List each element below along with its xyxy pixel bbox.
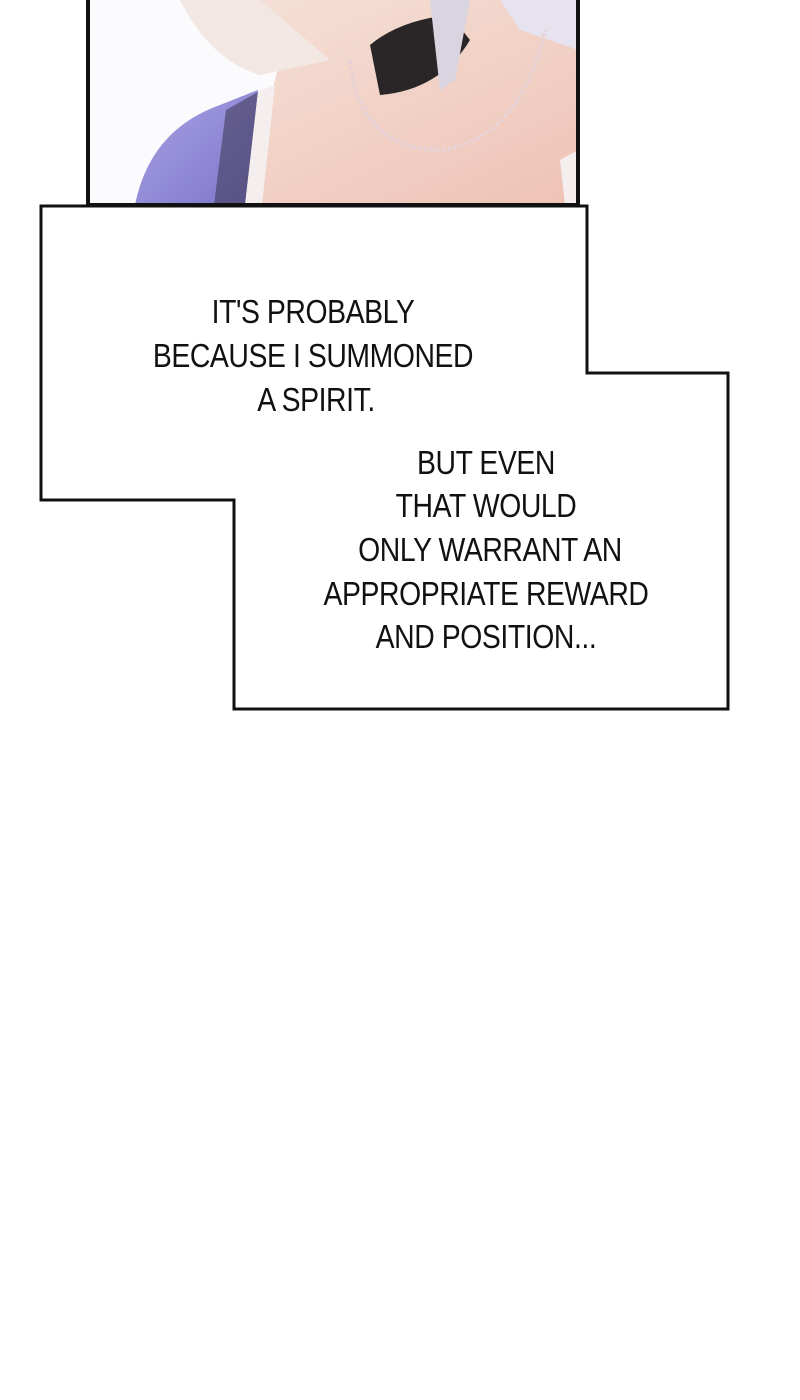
caption-line: APPROPRIATE REWARD <box>323 575 649 612</box>
caption-line: BUT EVEN <box>417 444 555 481</box>
caption-line: ONLY WARRANT AN <box>358 531 622 568</box>
pearl-necklace <box>348 29 547 153</box>
lace-trim <box>214 92 258 205</box>
caption-box <box>39 204 730 711</box>
caption-line: THAT WOULD <box>395 487 577 524</box>
character-illustration <box>86 0 580 207</box>
caption-line: BECAUSE I SUMMONED <box>152 337 474 374</box>
caption-line: IT'S PROBABLY <box>211 293 415 330</box>
caption-line: A SPIRIT. <box>257 381 375 418</box>
caption-line: AND POSITION... <box>375 618 597 655</box>
